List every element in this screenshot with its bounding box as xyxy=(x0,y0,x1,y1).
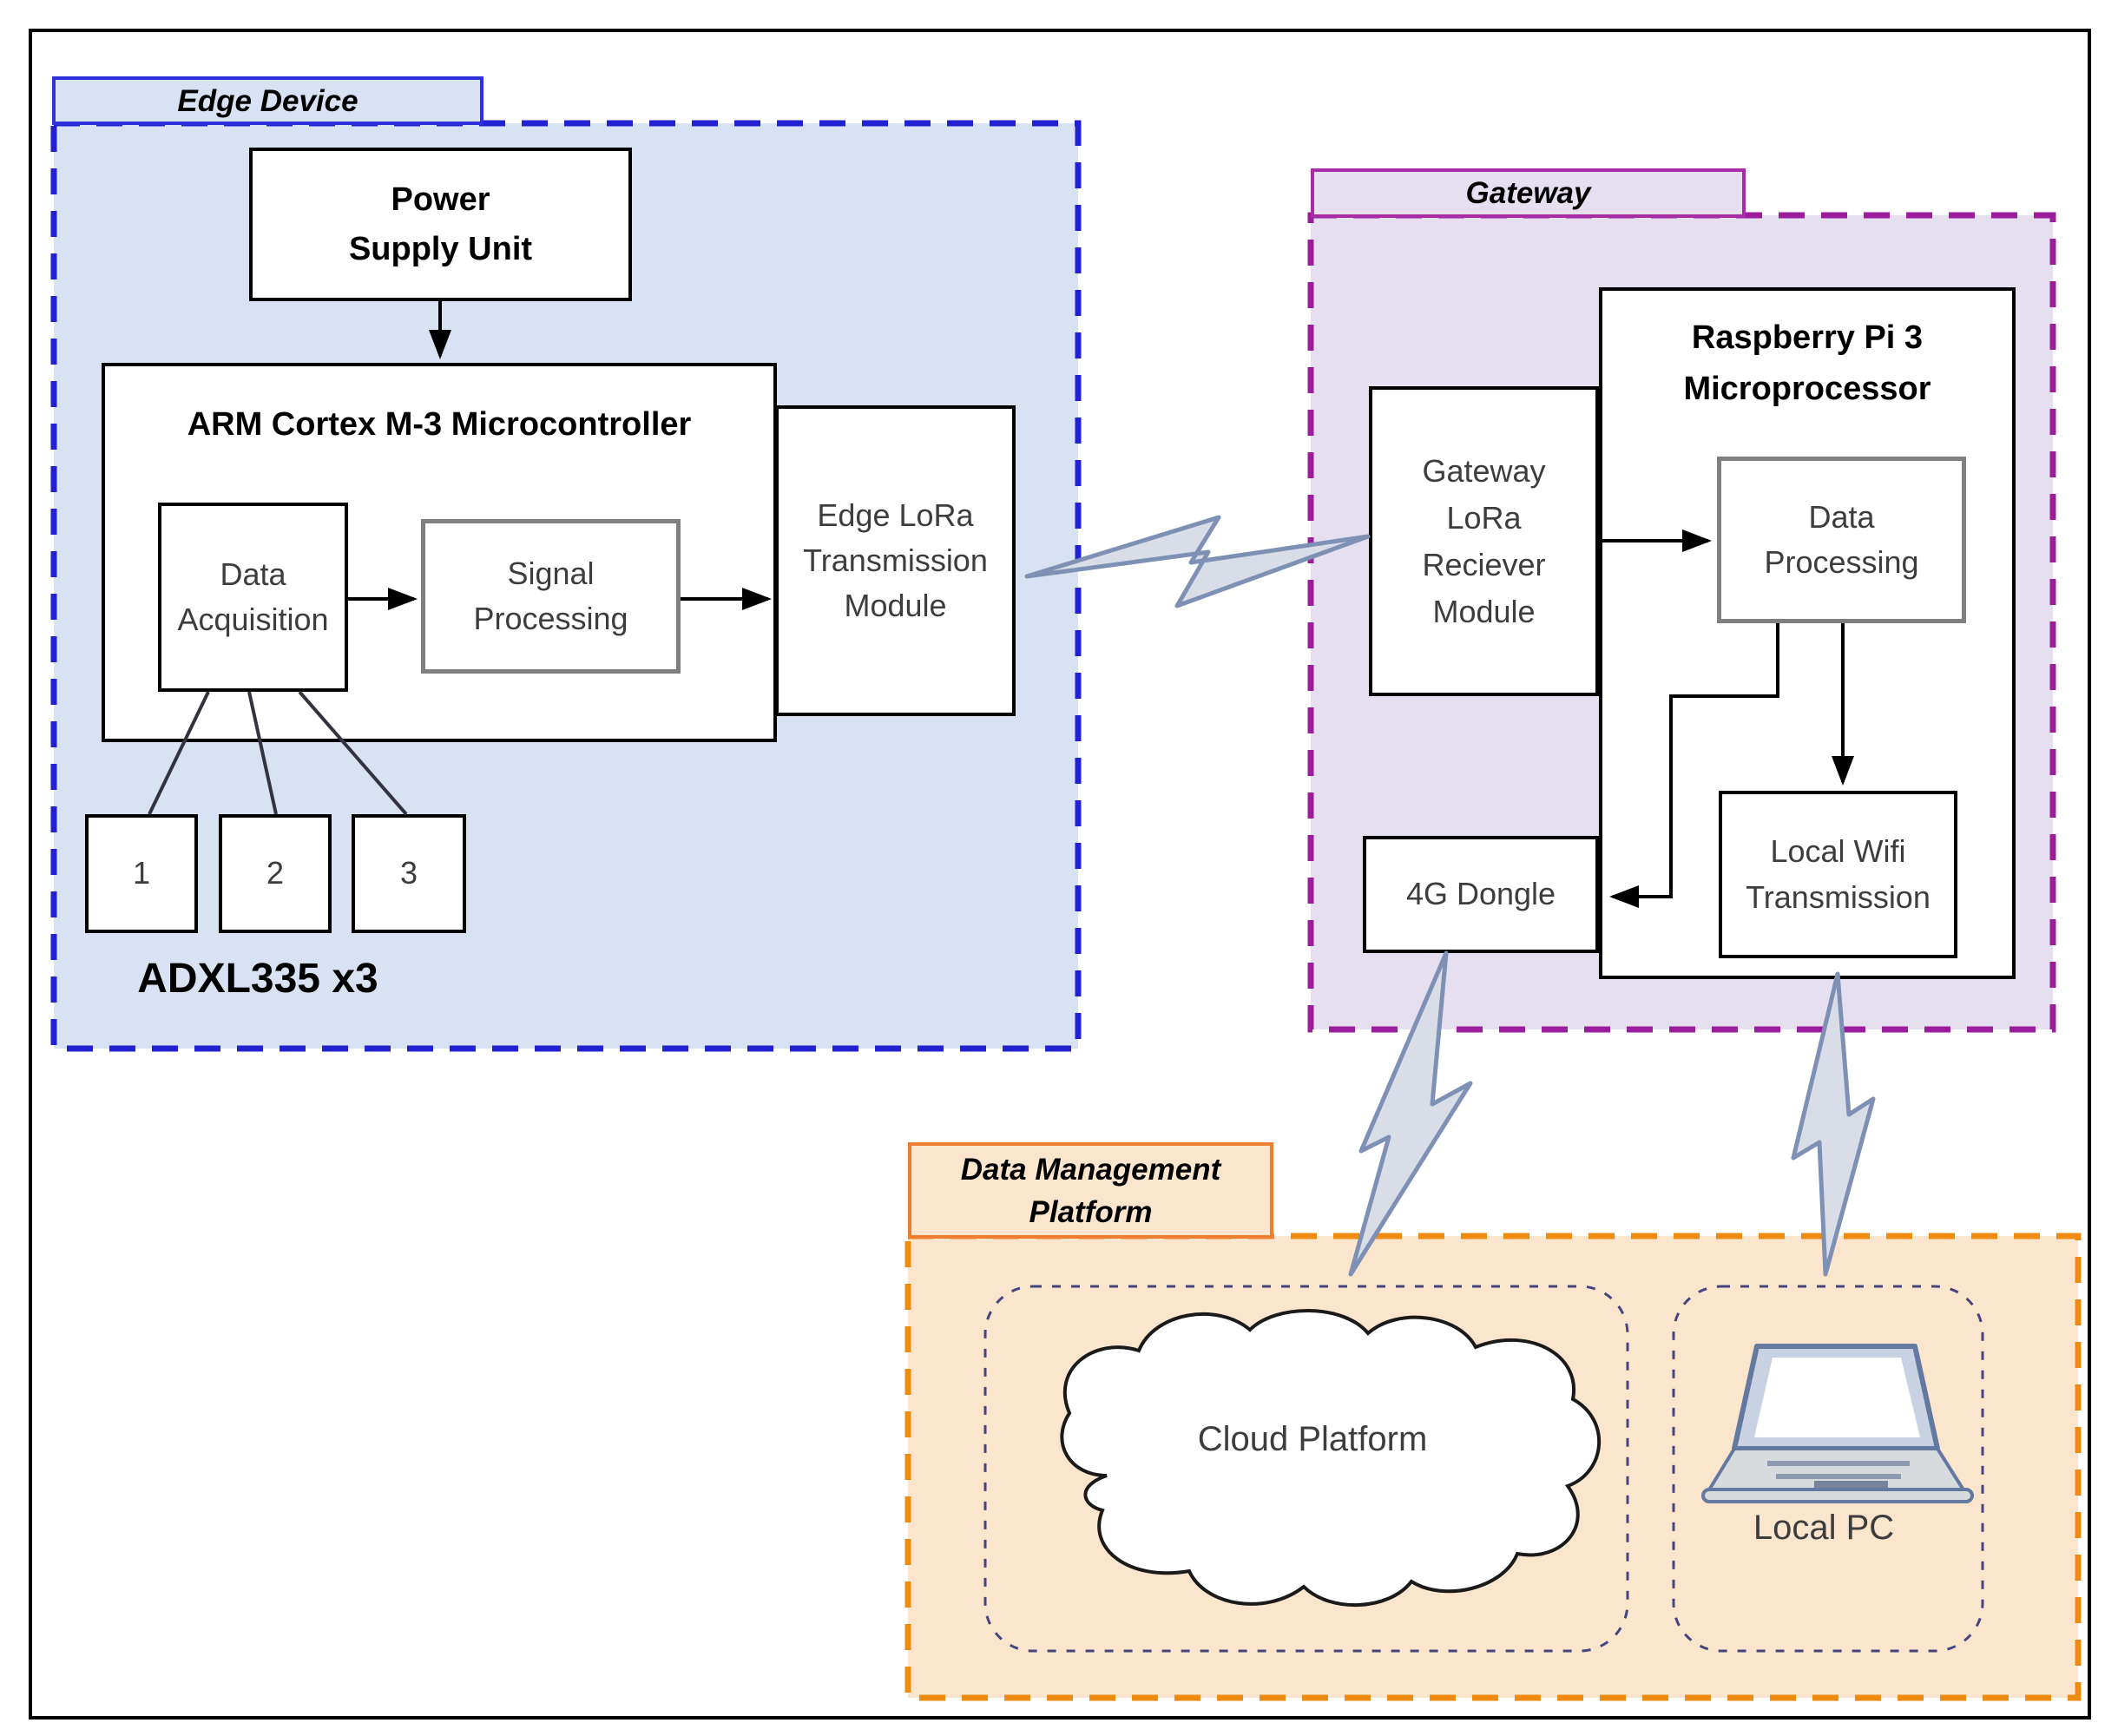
data-processing-line1: Data xyxy=(1808,498,1875,535)
4g-dongle-label: 4G Dongle xyxy=(1405,876,1556,912)
sensor-node-2: 2 xyxy=(219,814,332,933)
sensor-2-label: 2 xyxy=(266,855,285,891)
edge-lora-line3: Module xyxy=(844,588,947,624)
local-wifi-line1: Local Wifi xyxy=(1770,833,1906,870)
raspberry-pi-title-line2: Microprocessor xyxy=(1683,370,1931,407)
data-acquisition-node: Data Acquisition xyxy=(158,503,348,692)
gateway-lora-line3: Reciever xyxy=(1422,546,1546,582)
dmp-label-line2: Platform xyxy=(1029,1194,1153,1229)
signal-processing-node: Signal Processing xyxy=(421,519,681,674)
dmp-label-line1: Data Management xyxy=(960,1152,1221,1187)
data-processing-node: Data Processing xyxy=(1717,457,1966,623)
signal-processing-line2: Processing xyxy=(473,601,628,636)
sensor-3-label: 3 xyxy=(399,855,418,891)
sensor-1-label: 1 xyxy=(132,855,151,891)
edge-lora-line2: Transmission xyxy=(803,542,988,578)
data-acquisition-line2: Acquisition xyxy=(177,602,329,637)
local-wifi-transmission-node: Local Wifi Transmission xyxy=(1719,791,1957,958)
adxl335-caption: ADXL335 x3 xyxy=(137,956,378,1002)
data-acquisition-line1: Data xyxy=(220,556,286,592)
data-processing-line2: Processing xyxy=(1764,544,1919,580)
diagram-border xyxy=(29,29,2091,1720)
power-supply-line1: Power xyxy=(391,181,490,218)
arm-microcontroller-title: ARM Cortex M-3 Microcontroller xyxy=(187,406,692,443)
gateway-lora-line1: Gateway xyxy=(1422,452,1546,489)
signal-processing-line1: Signal xyxy=(507,555,595,591)
dmp-group-label: Data Management Platform xyxy=(908,1142,1273,1239)
edge-lora-line1: Edge LoRa xyxy=(817,496,974,533)
gateway-lora-line2: LoRa xyxy=(1446,499,1522,536)
edge-device-label-text: Edge Device xyxy=(177,83,358,118)
gateway-lora-receiver-node: Gateway LoRa Reciever Module xyxy=(1369,386,1599,696)
raspberry-pi-title: Raspberry Pi 3 Microprocessor xyxy=(1599,312,2016,415)
raspberry-pi-title-line1: Raspberry Pi 3 xyxy=(1691,319,1924,356)
power-supply-line2: Supply Unit xyxy=(348,230,533,267)
cloud-platform-label: Cloud Platform xyxy=(1197,1420,1428,1458)
local-pc-label: Local PC xyxy=(1753,1509,1895,1547)
local-wifi-line2: Transmission xyxy=(1746,878,1931,915)
gateway-group-label: Gateway xyxy=(1311,168,1746,218)
sensor-node-3: 3 xyxy=(352,814,466,933)
sensor-node-1: 1 xyxy=(85,814,198,933)
edge-lora-transmission-node: Edge LoRa Transmission Module xyxy=(775,405,1016,716)
gateway-lora-line4: Module xyxy=(1432,593,1536,629)
edge-device-group-label: Edge Device xyxy=(52,76,483,125)
power-supply-unit-node: Power Supply Unit xyxy=(249,148,632,301)
gateway-label-text: Gateway xyxy=(1465,176,1591,210)
4g-dongle-node: 4G Dongle xyxy=(1363,836,1599,953)
